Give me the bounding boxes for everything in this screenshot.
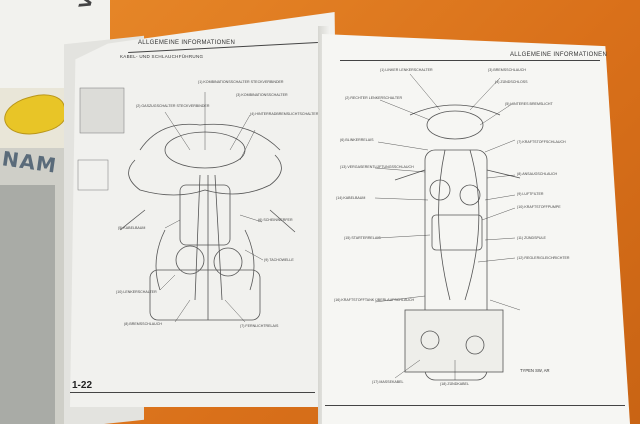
right-header-rule: [340, 60, 600, 61]
right-label-14: (14) KABELBAUM: [336, 196, 366, 200]
right-label-4: (4) ZÜNDSCHLOSS: [495, 80, 528, 84]
right-label-5: (5) HINTERES BREMSLICHT: [505, 102, 553, 106]
right-label-16: (16) KRAFTSTOFFTANK ÜBERLAUFSCHLAUCH: [334, 298, 415, 302]
left-label-4: (4) HINTERRADBREMSLICHTSCHALTER: [250, 112, 319, 116]
left-page-subheader: KABEL- UND SCHLAUCHFÜHRUNG: [120, 54, 204, 59]
right-label-3: (3) BREMSSCHLAUCH: [488, 68, 526, 72]
left-label-3: (3) KOMBINATIONSSCHALTER: [236, 93, 288, 97]
right-label-18: (18) ZÜNDKABEL: [440, 382, 469, 386]
right-label-12: (12) REGLER/GLEICHRICHTER: [517, 256, 570, 260]
left-label-5: (5) KABELBAUM: [118, 226, 146, 230]
right-label-7: (7) KRAFTSTOFFSCHLAUCH: [517, 140, 566, 144]
left-label-7: (7) FERNLICHTRELAIS: [240, 324, 279, 328]
right-label-15: (15) STARTERRELAIS: [344, 236, 381, 240]
right-label-13: (13) VERGASERENTLÜFTUNGSSCHLAUCH: [340, 165, 414, 169]
left-page-number: 1-22: [72, 380, 93, 391]
left-label-6: (6) SCHEINWERFER: [258, 218, 293, 222]
right-label-1: (1) LINKER LENKERSCHALTER: [380, 68, 433, 72]
left-label-1: (1) KOMBINATIONSSCHALTER STECKVERBINDER: [198, 80, 284, 84]
right-label-9: (9) LUFTFILTER: [517, 192, 544, 196]
left-label-8: (8) BREMSSCHLAUCH: [124, 322, 162, 326]
right-label-10: (10) KRAFTSTOFFPUMPE: [517, 205, 561, 209]
right-label-11: (11) ZÜNDSPULE: [517, 236, 546, 240]
right-page-header: ALLGEMEINE INFORMATIONEN: [510, 52, 608, 58]
left-label-10: (10) LENKERSCHALTER: [116, 290, 157, 294]
right-label-6: (6) BLINKERRELAIS: [340, 138, 374, 142]
right-footer-rule: [325, 405, 625, 406]
box-lower-shadow: [0, 185, 55, 424]
right-label-8: (8) ANSAUGSCHLAUCH: [517, 172, 558, 176]
left-label-2: (2) GASZUGSCHALTER STECKVERBINDER: [136, 104, 210, 108]
left-page-header: ALLGEMEINE INFORMATIONEN: [138, 40, 236, 46]
left-label-9: (9) TACHOWELLE: [264, 258, 294, 262]
right-label-2: (2) RECHTER LENKERSCHALTER: [345, 96, 403, 100]
right-label-17: (17) MASSEKABEL: [372, 380, 404, 384]
manual-left-page: [70, 12, 340, 407]
right-page-caption: TYPEN SW, AR: [520, 368, 550, 373]
left-footer-rule: [70, 392, 315, 393]
